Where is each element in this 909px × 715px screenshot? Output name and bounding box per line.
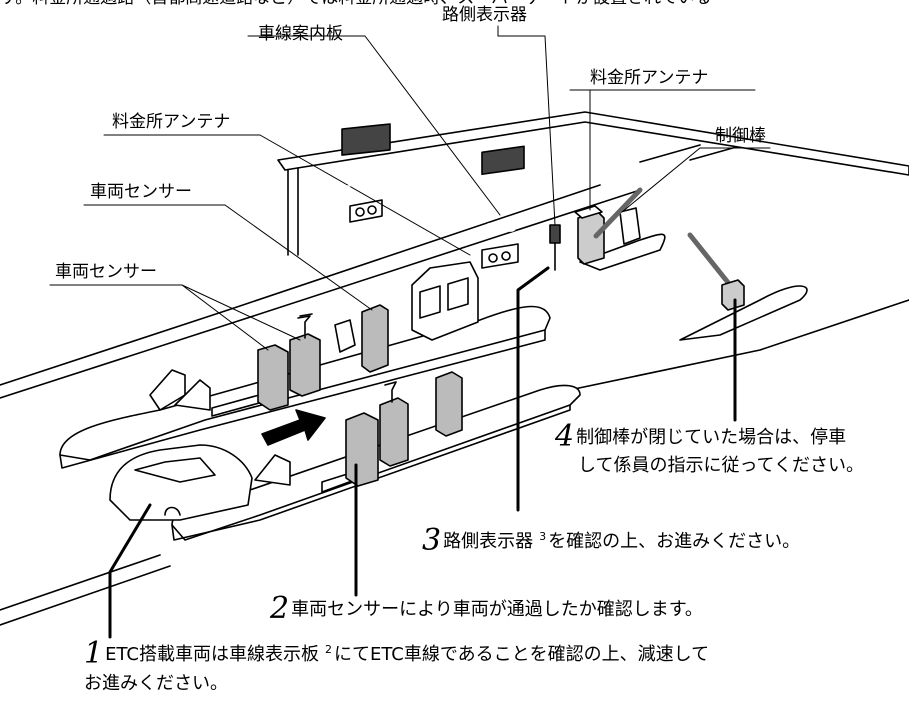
step-3-text: 路側表示器: [443, 531, 534, 552]
gate-post: [619, 207, 641, 245]
direction-arrow: [261, 409, 326, 446]
signal-light-3: [488, 253, 498, 263]
sign-etc-panel: [481, 145, 525, 176]
island-right: [579, 233, 666, 271]
step-1-sup: 2: [324, 643, 332, 656]
sign-general-text: 一般: [344, 174, 377, 197]
step-1-text2: にてETC車線であることを確認の上、減速して: [333, 644, 710, 665]
road-edge-lower-2: [0, 565, 171, 626]
leader-sensor-upper: [83, 204, 373, 311]
sign-general-panel: [341, 123, 391, 156]
label-sensor-upper: 車両センサー: [90, 182, 192, 202]
callout-line-1: [108, 503, 152, 639]
sensor-post-2: [384, 381, 397, 403]
step-1-number: 1: [84, 636, 104, 671]
sign-etc-text: ETC: [486, 215, 517, 240]
top-cut-text: す。料金所通過路（首都高速道路など）では料金所通過時、スーパーゲートが設置されて…: [0, 0, 712, 8]
step-3-sup: 3: [539, 530, 547, 543]
sensor-pillar-3: [361, 304, 389, 373]
step-4-line2: して係員の指示に従ってください。: [578, 455, 865, 476]
label-sensor-lower: 車両センサー: [55, 262, 157, 282]
signal-light-4: [501, 251, 511, 261]
step-4-text: 制御棒が閉じていた場合は、停車: [576, 427, 847, 448]
sensor-pillar-1: [257, 344, 289, 411]
island-lower-base: [171, 404, 571, 541]
step-3-number: 3: [422, 523, 442, 558]
step-1-line2: お進みください。: [84, 673, 228, 694]
car-window: [134, 457, 216, 483]
road-edge-upper-2: [0, 184, 601, 386]
road-edge-lower: [0, 554, 161, 611]
step-1-text: ETC搭載車両は車線表示板: [105, 644, 319, 665]
leader-antenna-right: [569, 89, 756, 211]
sensor-pillar-2: [289, 333, 321, 397]
canopy-roof: [277, 111, 909, 176]
control-bar-post: [721, 279, 745, 311]
callout-line-3: [516, 266, 550, 512]
sensor-post: [297, 313, 313, 339]
sensor-pillar-5: [379, 397, 409, 467]
label-antenna-left: 料金所アンテナ: [112, 112, 231, 132]
sensor-pillar-6: [435, 371, 463, 437]
label-lane-sign: 車線案内板: [258, 24, 343, 44]
signal-light-1: [355, 207, 365, 217]
step-2-number: 2: [270, 591, 290, 626]
leader-control-bar: [621, 147, 771, 213]
island-left-nose: [149, 369, 186, 411]
roadside-display: [549, 224, 561, 244]
antenna-left-box: [334, 319, 356, 353]
road-edge-upper: [0, 189, 641, 399]
signal-lamp-1: [349, 199, 383, 223]
leader-lane-sign: [247, 35, 501, 216]
label-antenna-right: 料金所アンテナ: [590, 68, 709, 88]
island-left-nose-2: [174, 379, 211, 411]
label-control-bar: 制御棒: [715, 126, 766, 146]
step-3-text2: を確認の上、お進みください。: [548, 531, 801, 552]
label-roadside-display: 路側表示器: [442, 5, 527, 25]
control-bar-2: [687, 232, 733, 288]
leader-sensor-lower: [49, 284, 301, 351]
antenna-right-box: [577, 211, 605, 265]
step-2-text: 車両センサーにより車両が通過したか確認します。: [291, 599, 703, 620]
toll-booth: [411, 261, 479, 341]
island-lower-nose: [254, 454, 291, 486]
car-wheel: [164, 506, 181, 516]
canopy-column: [287, 167, 299, 256]
island-far-right: [679, 285, 808, 341]
island-left-base: [59, 329, 546, 469]
leader-antenna-left: [103, 134, 471, 256]
sensor-pillar-4: [345, 412, 379, 487]
signal-light-2: [367, 205, 377, 215]
road-edge-right: [559, 299, 909, 393]
antenna-head: [574, 205, 603, 219]
step-4-number: 4: [555, 419, 575, 454]
control-bar-1: [593, 187, 643, 239]
booth-window: [419, 277, 469, 319]
leader-roadside-display: [497, 25, 556, 226]
signal-lamp-2: [481, 243, 519, 269]
